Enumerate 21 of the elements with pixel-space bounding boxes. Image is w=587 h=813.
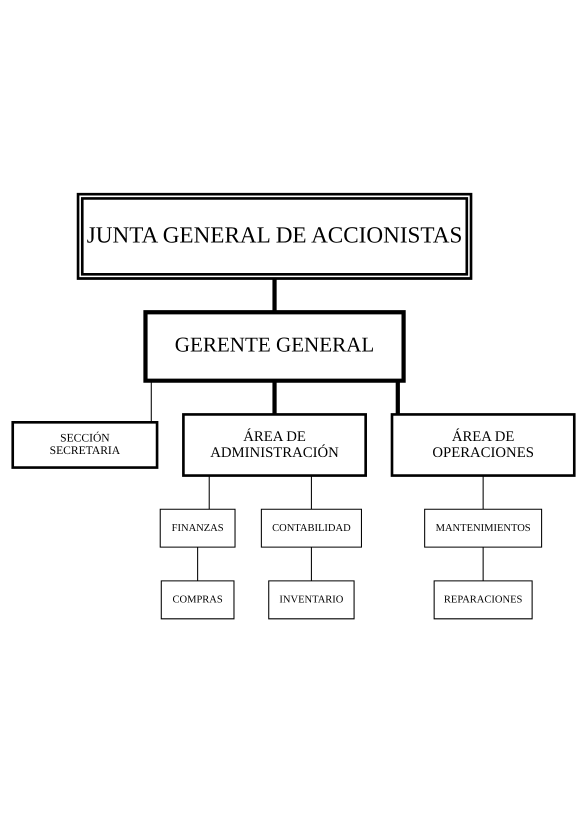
- node-box: SECCIÓN SECRETARIA: [11, 420, 158, 469]
- connector: [272, 380, 277, 414]
- connector: [310, 547, 312, 581]
- node-box: ÁREA DE ADMINISTRACIÓN: [182, 413, 367, 477]
- node-box: ÁREA DE OPERACIONES: [390, 413, 576, 477]
- node-box: REPARACIONES: [434, 580, 533, 620]
- connector: [197, 547, 198, 581]
- node-box: FINANZAS: [160, 508, 236, 548]
- connector: [208, 476, 210, 509]
- node-box: CONTABILIDAD: [260, 508, 362, 548]
- connector: [272, 278, 277, 312]
- connector: [482, 476, 484, 509]
- connector: [482, 547, 484, 581]
- node-box: MANTENIMIENTOS: [424, 508, 542, 548]
- node-box: INVENTARIO: [268, 580, 355, 620]
- node-box: COMPRAS: [160, 580, 234, 620]
- node-box: JUNTA GENERAL DE ACCIONISTAS: [76, 192, 472, 280]
- connector: [150, 380, 152, 422]
- node-box: GERENTE GENERAL: [143, 310, 406, 383]
- connector: [310, 476, 312, 509]
- connector: [396, 380, 400, 414]
